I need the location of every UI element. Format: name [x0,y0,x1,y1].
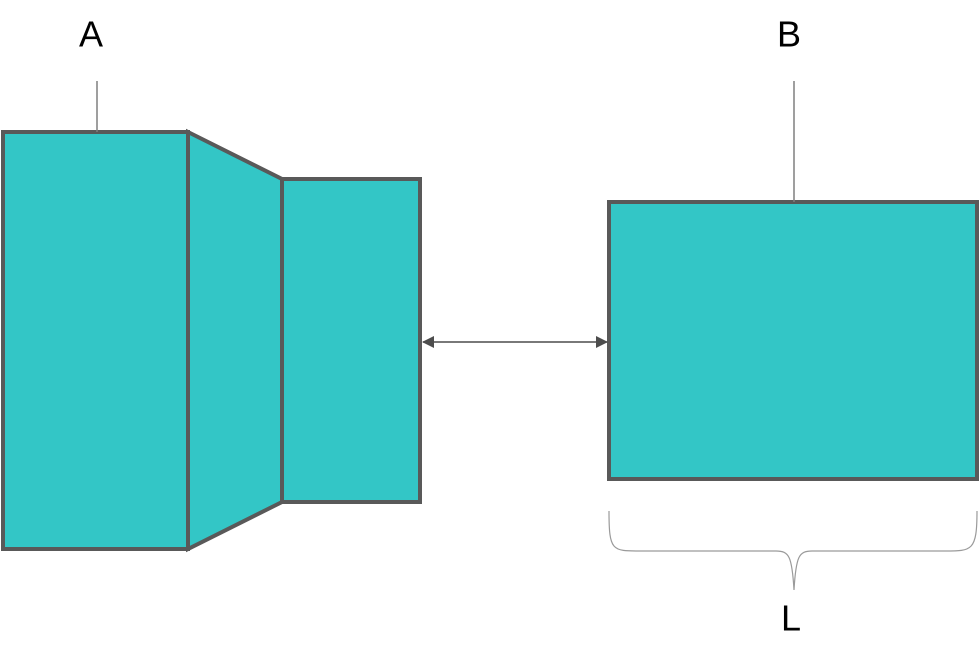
object-a-taper [186,128,284,553]
label-l: L [781,598,801,639]
object-a-small-block [280,177,422,504]
object-a [1,128,422,553]
object-b [607,200,979,481]
label-b: B [777,14,801,55]
length-brace [608,510,978,591]
object-a-large-block [1,130,190,551]
label-a: A [79,14,103,55]
